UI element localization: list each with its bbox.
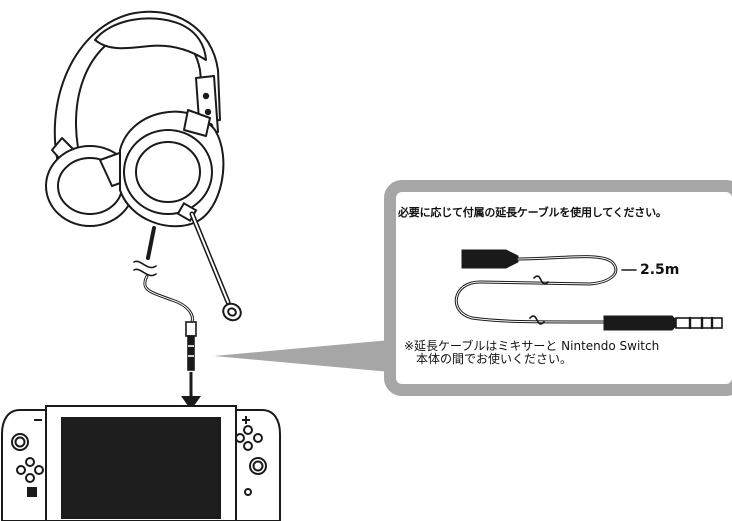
- callout-box: [384, 180, 732, 396]
- microphone-icon: [176, 201, 242, 322]
- callout-note: ※延長ケーブルはミキサーと Nintendo Switch 本体の間でお使いくだ…: [404, 340, 724, 366]
- note-line-1: ※延長ケーブルはミキサーと Nintendo Switch: [404, 339, 660, 353]
- cable-length-label: 2.5m: [640, 262, 680, 278]
- game-console-icon: [0, 405, 281, 521]
- callout-title: 必要に応じて付属の延長ケーブルを使用してください。: [398, 206, 667, 219]
- callout-pointer: [214, 340, 390, 372]
- extension-cable-icon: [454, 249, 723, 331]
- arrow-down-icon: [181, 372, 201, 410]
- headset-cable: [133, 226, 194, 324]
- note-line-2: 本体の間でお使いください。: [416, 352, 573, 366]
- plug-connector: [185, 321, 197, 371]
- headset-icon: [45, 10, 225, 228]
